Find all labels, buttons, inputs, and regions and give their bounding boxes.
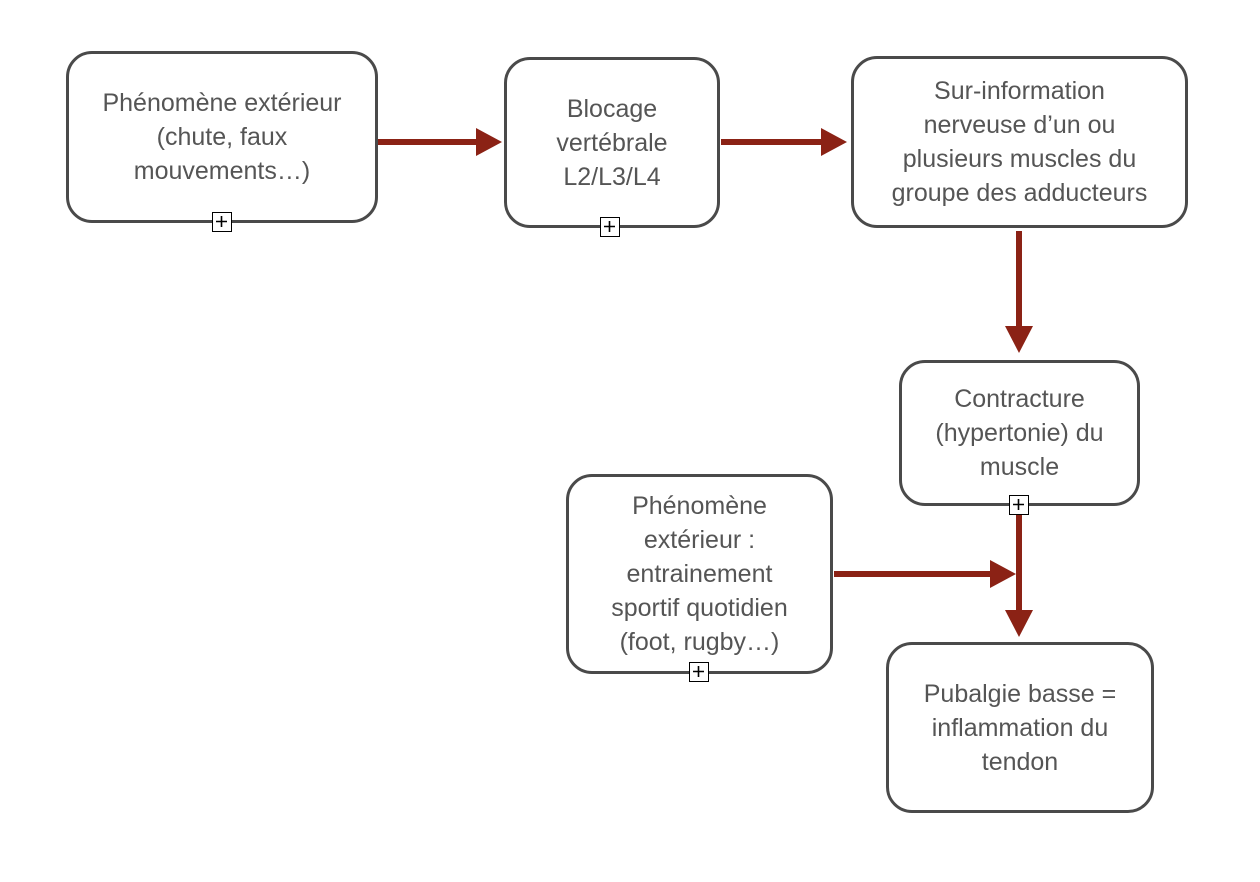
plus-box-icon[interactable] (212, 212, 232, 232)
node-nerve-overload-text: Sur-information nerveuse d’un ou plusieu… (882, 74, 1158, 210)
node-text-line: sportif quotidien (611, 594, 788, 622)
node-text-line: (foot, rugby…) (619, 628, 780, 656)
node-external-phenomenon[interactable]: Phénomène extérieur (chute, faux mouveme… (66, 51, 378, 223)
node-text-line: groupe des adducteurs (891, 179, 1148, 207)
node-contracture[interactable]: Contracture (hypertonie) du muscle (899, 360, 1140, 506)
node-text-line: Phénomène (632, 492, 767, 520)
node-text-line: Pubalgie basse = (923, 679, 1117, 708)
node-text-line: inflammation du (931, 713, 1109, 742)
node-vertebral-block[interactable]: Blocage vertébrale L2/L3/L4 (504, 57, 720, 228)
node-sport-training-text: Phénomène extérieur : entrainement sport… (601, 489, 798, 659)
node-text-line: nerveuse d’un ou (923, 111, 1116, 139)
node-text-line: (hypertonie) du (935, 419, 1104, 447)
node-text-line: mouvements…) (133, 157, 311, 185)
node-text-line: vertébrale (556, 128, 668, 157)
node-text-line: muscle (979, 453, 1060, 481)
node-text-line: tendon (981, 747, 1059, 776)
edge-training-to-link (834, 560, 1016, 588)
node-sport-training[interactable]: Phénomène extérieur : entrainement sport… (566, 474, 833, 674)
node-nerve-overload[interactable]: Sur-information nerveuse d’un ou plusieu… (851, 56, 1188, 228)
plus-box-icon[interactable] (689, 662, 709, 682)
node-text-line: Blocage (566, 94, 658, 123)
node-pubalgia-text: Pubalgie basse = inflammation du tendon (914, 677, 1127, 779)
plus-box-icon[interactable] (1009, 495, 1029, 515)
node-text-line: (chute, faux (156, 123, 288, 151)
node-text-line: extérieur : (643, 526, 756, 554)
node-text-line: L2/L3/L4 (563, 162, 661, 191)
node-external-phenomenon-text: Phénomène extérieur (chute, faux mouveme… (92, 86, 351, 188)
node-text-line: entrainement (626, 560, 773, 588)
edge-block-to-nerve (721, 128, 847, 156)
edge-external-to-block (378, 128, 502, 156)
node-text-line: Sur-information (934, 77, 1105, 105)
plus-box-icon[interactable] (600, 217, 620, 237)
edge-nerve-to-contracture (1005, 231, 1033, 353)
edge-contracture-to-pubalgia (1005, 506, 1033, 637)
node-text-line: plusieurs muscles du (902, 145, 1137, 173)
node-vertebral-block-text: Blocage vertébrale L2/L3/L4 (546, 92, 677, 194)
node-text-line: Contracture (954, 385, 1085, 413)
node-pubalgia[interactable]: Pubalgie basse = inflammation du tendon (886, 642, 1154, 813)
node-text-line: Phénomène extérieur (102, 89, 342, 117)
node-contracture-text: Contracture (hypertonie) du muscle (925, 382, 1113, 484)
